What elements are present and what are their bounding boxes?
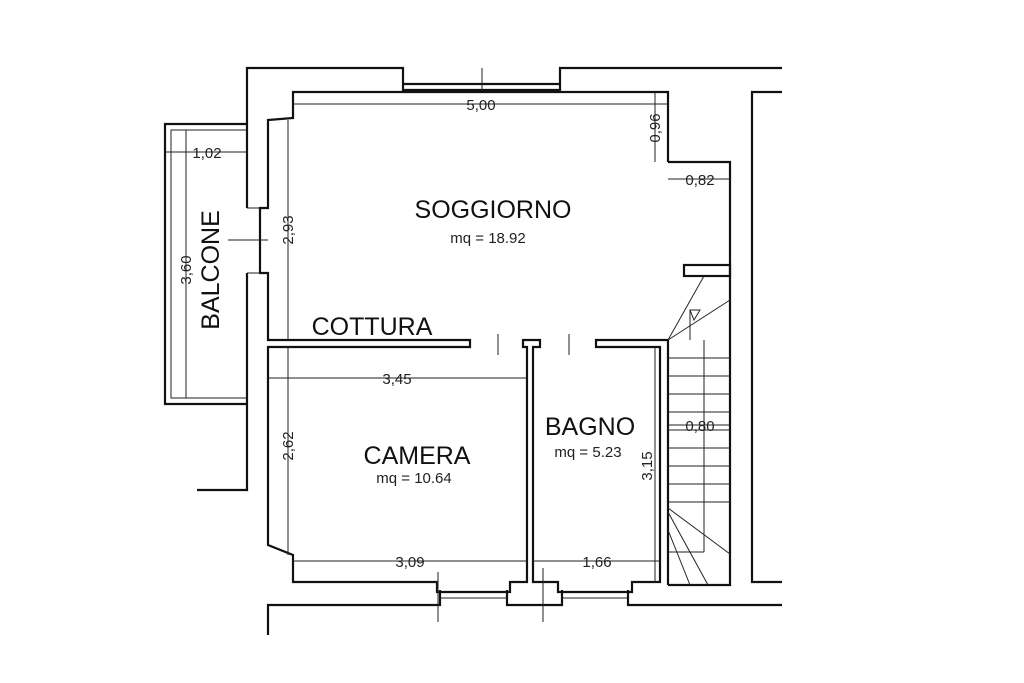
dim-balcony-length: 3,60 (178, 255, 195, 284)
dim-balcony-width: 1,02 (192, 145, 221, 162)
dim-camera-bottom: 3,09 (395, 554, 424, 571)
dim-right-step: 0,82 (685, 172, 714, 189)
dim-camera-height: 2,62 (280, 431, 297, 460)
dim-soggiorno-height: 2,93 (280, 215, 297, 244)
dimension-lines (165, 92, 730, 622)
dim-camera-top: 3,45 (382, 371, 411, 388)
dim-bagno-bottom: 1,66 (582, 554, 611, 571)
room-name-soggiorno: SOGGIORNO (415, 196, 572, 224)
room-area-bagno: mq = 5.23 (554, 444, 621, 461)
room-name-bagno: BAGNO (545, 413, 635, 441)
room-area-soggiorno: mq = 18.92 (450, 230, 525, 247)
stair-treads (667, 340, 731, 586)
dim-bagno-height: 3,15 (639, 451, 656, 480)
room-name-camera: CAMERA (364, 442, 471, 470)
dim-top-width: 5,00 (466, 97, 495, 114)
room-name-balcone: BALCONE (197, 210, 225, 329)
dim-stair-width: 0,80 (685, 418, 714, 435)
walls (163, 66, 782, 635)
dim-top-right-depth: 0,96 (647, 113, 664, 142)
dimension-labels: 5,00 0,96 0,82 1,02 3,60 2,93 3,45 2,62 … (178, 97, 715, 571)
room-labels: SOGGIORNO mq = 18.92 COTTURA BALCONE CAM… (197, 196, 635, 487)
room-area-camera: mq = 10.64 (376, 470, 451, 487)
stairs (667, 275, 731, 586)
room-name-cottura: COTTURA (312, 313, 433, 341)
